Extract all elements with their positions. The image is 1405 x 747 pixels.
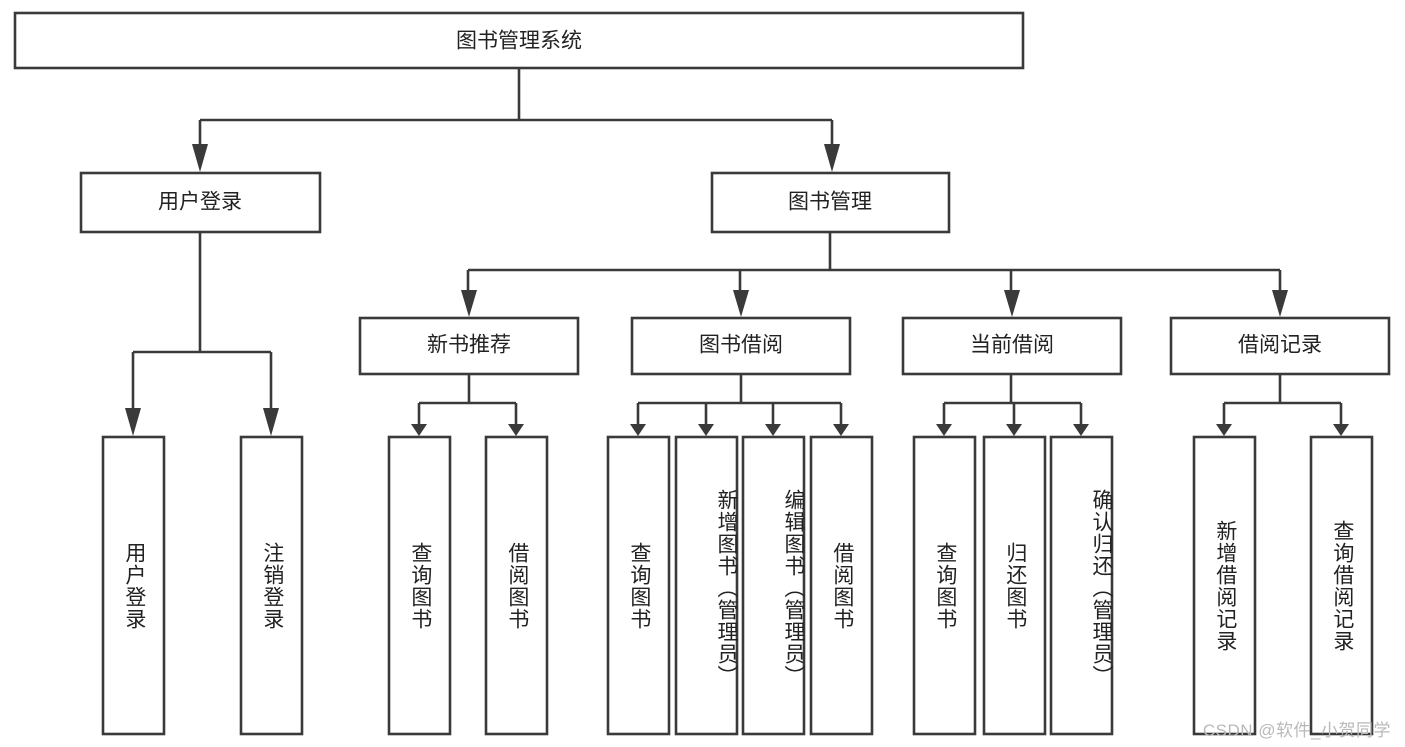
node-book-borrow-label: 图书借阅: [699, 334, 783, 357]
connector-root-bus: [198, 68, 834, 144]
connector-borrowrecord-bus: [1222, 374, 1343, 424]
arrow-to-new-book-recommend: [461, 290, 477, 317]
arrow-to-leaf-query-record: [1333, 424, 1349, 436]
arrow-to-leaf-edit-book: [765, 424, 781, 436]
arrow-to-leaf-query-book-2: [630, 424, 646, 436]
arrowhead-group: [125, 144, 1349, 436]
node-book-borrow-box[interactable]: [630, 316, 852, 376]
arrow-to-leaf-borrow-book-1: [508, 424, 524, 436]
arrow-to-leaf-query-book-1: [411, 424, 427, 436]
arrow-to-leaf-return-book: [1006, 424, 1022, 436]
leaf-box-group: [101, 435, 1374, 736]
leaf-box-return-book[interactable]: [982, 435, 1047, 736]
arrow-to-leaf-add-book: [698, 424, 714, 436]
node-book-borrow[interactable]: 图书借阅: [630, 316, 852, 376]
node-new-book-recommend[interactable]: 新书推荐: [358, 316, 580, 376]
connector-bookmanage-bus: [466, 232, 1282, 290]
node-current-borrow-box[interactable]: [901, 316, 1123, 376]
node-borrow-record-box[interactable]: [1169, 316, 1391, 376]
leaf-box-confirm-return[interactable]: [1049, 435, 1114, 736]
arrow-to-leaf-query-book-3: [936, 424, 952, 436]
leaf-box-user-login[interactable]: [101, 435, 166, 736]
node-user-login-label: 用户登录: [158, 191, 242, 214]
leaf-box-query-book-1[interactable]: [387, 435, 452, 736]
node-current-borrow[interactable]: 当前借阅: [901, 316, 1123, 376]
arrow-to-borrow-record: [1272, 290, 1288, 317]
node-new-book-recommend-box[interactable]: [358, 316, 580, 376]
arrow-to-leaf-confirm-return: [1073, 424, 1089, 436]
leaf-box-borrow-book-1[interactable]: [484, 435, 549, 736]
leaf-box-query-book-3[interactable]: [912, 435, 977, 736]
arrow-to-leaf-user-login: [125, 408, 141, 436]
node-root[interactable]: 图书管理系统: [13, 11, 1025, 70]
node-current-borrow-label: 当前借阅: [970, 334, 1054, 357]
connector-group: [131, 68, 1343, 424]
node-root-box[interactable]: [13, 11, 1025, 70]
node-new-book-recommend-label: 新书推荐: [427, 334, 511, 357]
leaf-box-query-record[interactable]: [1309, 435, 1374, 736]
node-root-label: 图书管理系统: [456, 30, 582, 53]
arrow-to-user-login: [192, 144, 208, 172]
leaf-box-add-book[interactable]: [674, 435, 739, 736]
node-borrow-record[interactable]: 借阅记录: [1169, 316, 1391, 376]
leaf-box-edit-book[interactable]: [741, 435, 806, 736]
leaf-box-logout-login[interactable]: [239, 435, 304, 736]
node-book-manage-label: 图书管理: [788, 191, 872, 214]
watermark-label: CSDN @软件_小贺同学: [1202, 721, 1391, 740]
node-user-login-box[interactable]: [79, 171, 322, 234]
node-book-manage[interactable]: 图书管理: [710, 171, 951, 234]
arrow-to-leaf-add-record: [1216, 424, 1232, 436]
leaf-box-add-record[interactable]: [1192, 435, 1257, 736]
connector-currentborrow-bus: [942, 374, 1083, 424]
node-user-login[interactable]: 用户登录: [79, 171, 322, 234]
connector-userlogin-bus: [131, 232, 273, 408]
node-book-manage-box[interactable]: [710, 171, 951, 234]
connector-bookborrow-bus: [636, 374, 843, 424]
leaf-box-borrow-book-2[interactable]: [809, 435, 874, 736]
arrow-to-book-manage: [824, 144, 840, 172]
node-borrow-record-label: 借阅记录: [1238, 334, 1322, 357]
arrow-to-leaf-borrow-book-2: [833, 424, 849, 436]
arrow-to-leaf-logout-login: [263, 408, 279, 436]
leaf-box-query-book-2[interactable]: [606, 435, 671, 736]
arrow-to-book-borrow: [733, 290, 749, 317]
connector-newbook-bus: [417, 374, 518, 424]
arrow-to-current-borrow: [1004, 290, 1020, 317]
